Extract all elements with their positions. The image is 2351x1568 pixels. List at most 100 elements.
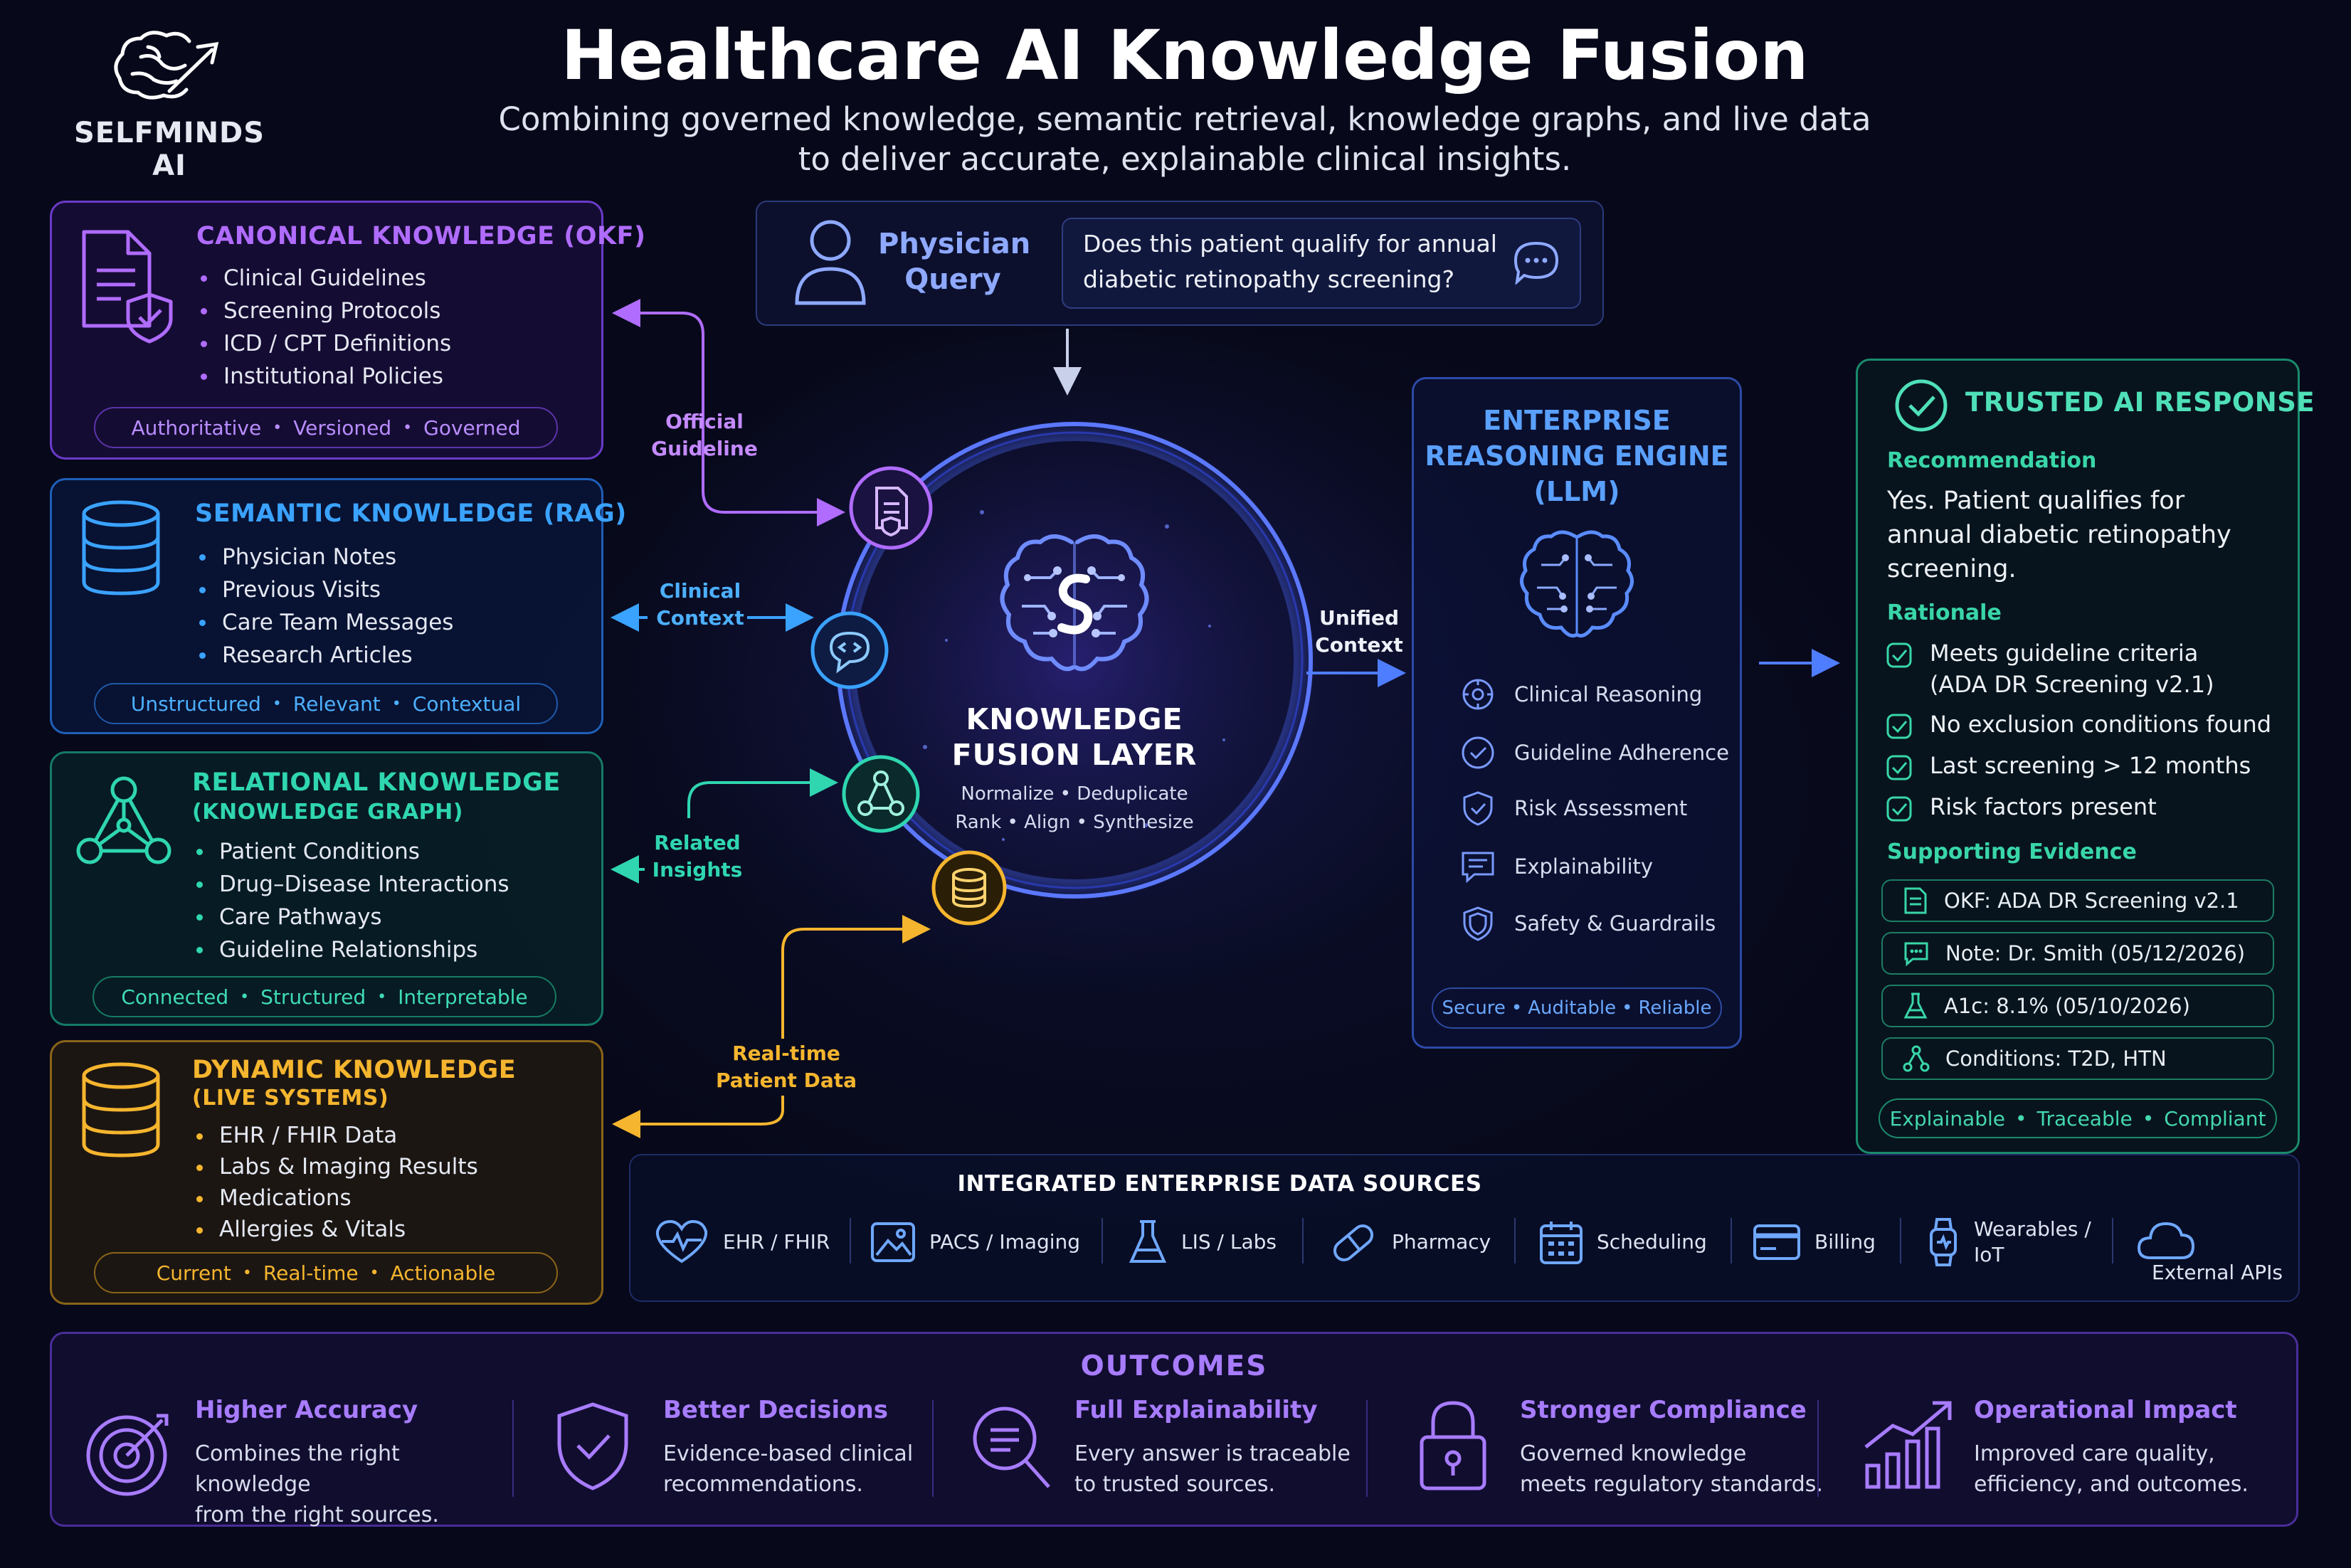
data-source-external-apis: External APIs	[2135, 1218, 2291, 1289]
title-line: REASONING ENGINE	[1425, 440, 1729, 472]
engine-item-clinical-reasoning: Clinical Reasoning	[1459, 674, 1743, 714]
brain-gear-icon	[1462, 679, 1494, 710]
clinical-context-label: Clinical Context	[636, 578, 764, 632]
canonical-tags: Authoritative• Versioned• Governed	[94, 407, 558, 448]
dynamic-list: EHR / FHIR Data Labs & Imaging Results M…	[192, 1120, 478, 1245]
canonical-title: CANONICAL KNOWLEDGE (OKF)	[196, 222, 646, 250]
relational-knowledge-panel	[50, 751, 603, 1026]
data-source-label: Billing	[1814, 1230, 1876, 1254]
rationale-item: Meets guideline criteria (ADA DR Screeni…	[1886, 637, 2214, 700]
tag: Real-time	[263, 1261, 359, 1285]
smartwatch-icon	[1930, 1218, 1957, 1266]
growth-chart-icon	[1864, 1401, 1952, 1489]
data-sources-title: INTEGRATED ENTERPRISE DATA SOURCES	[957, 1171, 1482, 1197]
engine-item-label: Risk Assessment	[1514, 796, 1688, 820]
description-line: from the right sources.	[195, 1503, 439, 1527]
response-tags: Explainable• Traceable• Compliant	[1879, 1098, 2277, 1138]
label-line: Insights	[652, 858, 743, 881]
description-line: Improved care quality,	[1974, 1441, 2215, 1466]
fusion-layer-title: KNOWLEDGE FUSION LAYER	[889, 701, 1259, 773]
tag: Reliable	[1638, 997, 1712, 1019]
dynamic-tags: Current• Real-time• Actionable	[94, 1252, 558, 1293]
divider	[1366, 1400, 1368, 1497]
divider	[512, 1400, 514, 1497]
evidence-item[interactable]: Note: Dr. Smith (05/12/2026)	[1881, 932, 2274, 975]
tag: Authoritative	[131, 415, 262, 440]
data-source-pacs: PACS / Imaging	[870, 1214, 1080, 1271]
chat-bubble-icon	[1513, 241, 1559, 285]
rationale-item: No exclusion conditions found	[1886, 709, 2271, 740]
list-item: Institutional Policies	[196, 360, 451, 393]
brain-logo-icon	[114, 31, 219, 100]
tag: Connected	[121, 985, 229, 1009]
outcome-description: Evidence-based clinical recommendations.	[663, 1439, 976, 1500]
lock-icon	[1420, 1401, 1486, 1490]
dynamic-title: DYNAMIC KNOWLEDGE	[192, 1056, 517, 1084]
physician-query-label: Physician Query	[878, 226, 1030, 297]
query-text: Does this patient qualify for annual dia…	[1083, 226, 1510, 297]
list-item: Clinical Guidelines	[196, 262, 451, 295]
graph-nodes-icon	[1903, 1045, 1930, 1072]
divider	[1731, 1218, 1732, 1264]
engine-item-label: Explainability	[1514, 854, 1654, 879]
checkbox-checked-icon	[1886, 755, 1912, 780]
evidence-item[interactable]: OKF: ADA DR Screening v2.1	[1881, 879, 2274, 922]
title-line: FUSION LAYER	[951, 738, 1198, 772]
data-source-scheduling: Scheduling	[1538, 1214, 1707, 1271]
evidence-item[interactable]: A1c: 8.1% (05/10/2026)	[1881, 985, 2274, 1027]
outcome-title: Higher Accuracy	[195, 1396, 418, 1424]
data-source-wearables: Wearables / IoT	[1925, 1214, 2095, 1271]
engine-item-label: Safety & Guardrails	[1514, 911, 1716, 936]
tag: Structured	[260, 985, 366, 1009]
chat-list-icon	[1462, 852, 1494, 884]
description-line: to trusted sources.	[1074, 1472, 1275, 1497]
dynamic-subtitle: (LIVE SYSTEMS)	[192, 1086, 389, 1111]
checkbox-checked-icon	[1886, 642, 1912, 668]
official-guideline-label: Official Guideline	[640, 408, 768, 462]
database-node-icon	[931, 850, 1007, 926]
divider	[2112, 1218, 2113, 1264]
description-line: efficiency, and outcomes.	[1974, 1472, 2249, 1497]
shield-check-icon	[1463, 791, 1493, 826]
fusion-operations: Normalize • Deduplicate Rank • Align • S…	[889, 780, 1259, 837]
text-line: screening.	[1887, 555, 2017, 583]
tag-separator: •	[240, 987, 250, 1006]
query-line: Does this patient qualify for annual	[1083, 230, 1497, 258]
tag: Traceable	[2036, 1106, 2133, 1130]
graph-node-icon	[842, 755, 920, 833]
description-line: Governed knowledge	[1520, 1441, 1747, 1466]
tag: Unstructured	[130, 692, 261, 716]
realtime-data-label: Real-time Patient Data	[712, 1040, 861, 1094]
tag-separator: •	[2142, 1106, 2155, 1130]
tag: Versioned	[293, 415, 392, 440]
query-bubble	[1062, 218, 1581, 309]
check-circle-icon	[1462, 736, 1494, 769]
title-line: ENTERPRISE	[1483, 405, 1671, 436]
tag-separator: •	[1622, 997, 1633, 1019]
tag-separator: •	[403, 418, 413, 437]
outcome-title: Better Decisions	[663, 1396, 888, 1424]
target-icon	[86, 1414, 169, 1496]
list-item: Research Articles	[195, 639, 453, 672]
brand-name: SELFMINDS AI	[73, 117, 265, 182]
page-title: Healthcare AI Knowledge Fusion	[561, 16, 1809, 95]
outcomes-panel	[50, 1332, 2298, 1527]
subtitle-line-2: to deliver accurate, explainable clinica…	[798, 140, 1572, 178]
tag: Governed	[423, 415, 521, 440]
tag: Explainable	[1889, 1106, 2005, 1130]
relational-subtitle: (KNOWLEDGE GRAPH)	[192, 800, 463, 825]
recommendation-text: Yes. Patient qualifies for annual diabet…	[1887, 484, 2286, 586]
label-line: Related	[654, 831, 741, 854]
rationale-text: Last screening > 12 months	[1930, 752, 2251, 779]
data-source-label: Scheduling	[1597, 1230, 1707, 1254]
rationale-heading: Rationale	[1887, 600, 2002, 625]
tag: Compliant	[2164, 1106, 2266, 1130]
engine-item-label: Clinical Reasoning	[1514, 682, 1703, 706]
tag-separator: •	[1511, 997, 1523, 1019]
guideline-document-node-icon	[849, 466, 933, 550]
evidence-text: A1c: 8.1% (05/10/2026)	[1944, 994, 2190, 1018]
lab-flask-icon	[1903, 992, 1928, 1019]
description-line: Every answer is traceable	[1074, 1441, 1351, 1466]
list-item: Drug–Disease Interactions	[192, 868, 509, 901]
evidence-item[interactable]: Conditions: T2D, HTN	[1881, 1037, 2274, 1080]
